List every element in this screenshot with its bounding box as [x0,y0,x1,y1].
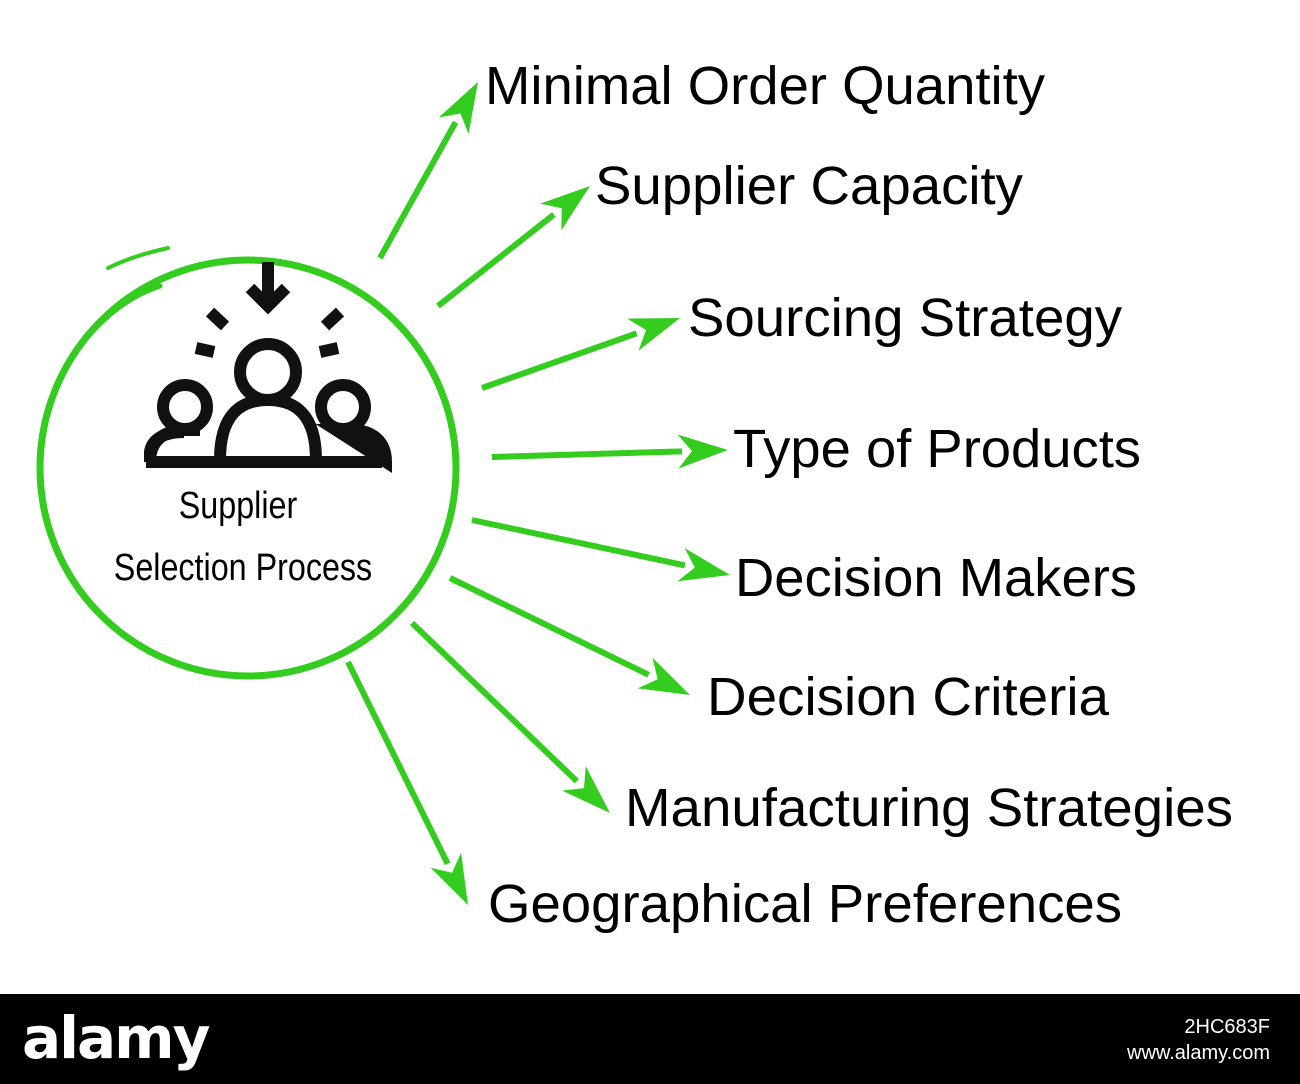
arrow-shaft [377,120,459,260]
center-circle [36,256,460,680]
footer-logo: alamy [22,1004,210,1072]
arrows-group [345,82,730,905]
arrow-shaft [471,517,686,569]
factor-label-3: Sourcing Strategy [688,288,1122,348]
footer-site: www.alamy.com [1127,1042,1270,1064]
arrow-6 [448,575,690,695]
arrow-head [438,82,478,134]
factor-label-7: Manufacturing Strategies [625,778,1233,838]
factor-label-8: Geographical Preferences [488,874,1122,934]
footer-image-id: 2HC683F [1184,1016,1270,1038]
arrow-shaft [448,575,650,678]
arrow-head [677,434,728,469]
arrow-head [637,657,690,695]
diagram-canvas: Supplier Selection Process Minimal Order… [36,56,1233,934]
arrow-head [627,318,680,351]
circle-tail-stroke [106,246,170,270]
factor-label-1: Minimal Order Quantity [485,56,1045,116]
factor-label-5: Decision Makers [735,548,1137,608]
factor-label-2: Supplier Capacity [595,156,1023,216]
arrow-shaft [345,660,451,866]
arrow-5 [471,517,730,582]
arrow-7 [409,620,610,813]
factor-label-6: Decision Criteria [707,667,1110,727]
arrow-1 [377,82,478,260]
arrow-shaft [409,620,579,784]
arrow-head [540,186,590,231]
arrow-4 [491,434,728,469]
circle-swoosh-stroke [45,283,163,413]
arrow-shaft [491,448,683,460]
arrow-head [677,547,730,582]
center-label-line1: Supplier [179,485,298,527]
arrow-shaft [481,330,638,391]
team-group-icon [144,262,393,473]
arrow-head [430,852,468,905]
footer-ref: 2HC683F www.alamy.com [1127,1014,1270,1066]
center-node: Supplier Selection Process [36,246,460,680]
arrow-2 [436,186,590,309]
arrow-shaft [436,212,556,309]
factor-label-4: Type of Products [733,419,1141,479]
arrow-head [562,766,610,813]
arrow-3 [481,318,680,391]
footer-bar: alamy 2HC683F www.alamy.com [0,994,1300,1084]
arrow-8 [345,660,468,905]
center-label-line2: Selection Process [114,547,372,589]
